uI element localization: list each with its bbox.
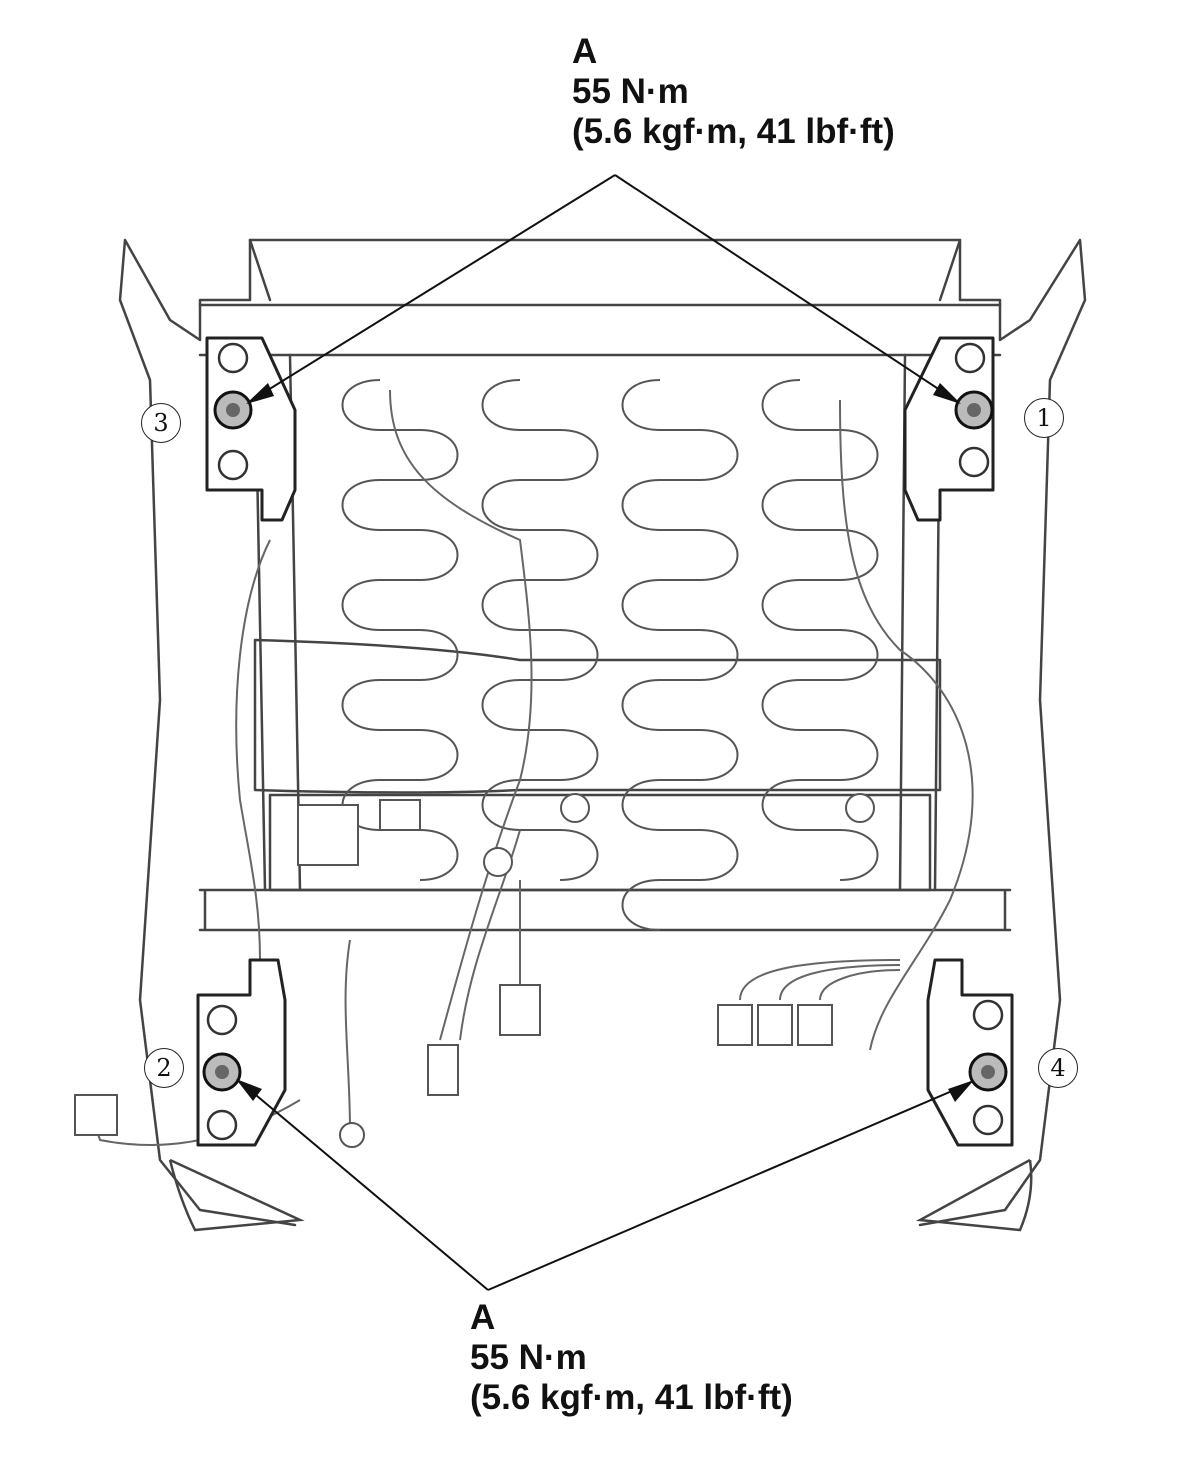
callout-letter: A bbox=[470, 1298, 496, 1337]
torque-bolts bbox=[202, 390, 1008, 1092]
bolt-holes bbox=[206, 342, 1004, 1141]
sequence-marker-4: 4 bbox=[1038, 1048, 1078, 1088]
arrowheads bbox=[236, 383, 974, 1102]
torque-callout-top: A 55 N·m (5.6 kgf·m, 41 lbf·ft) bbox=[572, 32, 895, 152]
seat-springs bbox=[341, 379, 879, 931]
torque-conversion: (5.6 kgf·m, 41 lbf·ft) bbox=[572, 112, 895, 151]
torque-value: 55 N·m bbox=[470, 1338, 587, 1377]
torque-value: 55 N·m bbox=[572, 72, 689, 111]
torque-callout-bottom: A 55 N·m (5.6 kgf·m, 41 lbf·ft) bbox=[470, 1298, 793, 1418]
callout-letter: A bbox=[572, 32, 598, 71]
leader-lines bbox=[243, 174, 967, 1291]
sequence-marker-3: 3 bbox=[141, 403, 181, 443]
connectors bbox=[74, 793, 875, 1148]
front-crossbar bbox=[198, 238, 1002, 357]
sequence-marker-2: 2 bbox=[144, 1048, 184, 1088]
seat-feet bbox=[168, 1158, 1033, 1232]
wire-harness bbox=[89, 389, 974, 1146]
seat-pan bbox=[253, 638, 942, 794]
seat-brackets bbox=[196, 336, 1014, 1147]
sequence-marker-1: 1 bbox=[1024, 398, 1064, 438]
torque-conversion: (5.6 kgf·m, 41 lbf·ft) bbox=[470, 1378, 793, 1417]
rear-crossbar bbox=[198, 888, 1012, 932]
rear-panel bbox=[268, 793, 932, 892]
